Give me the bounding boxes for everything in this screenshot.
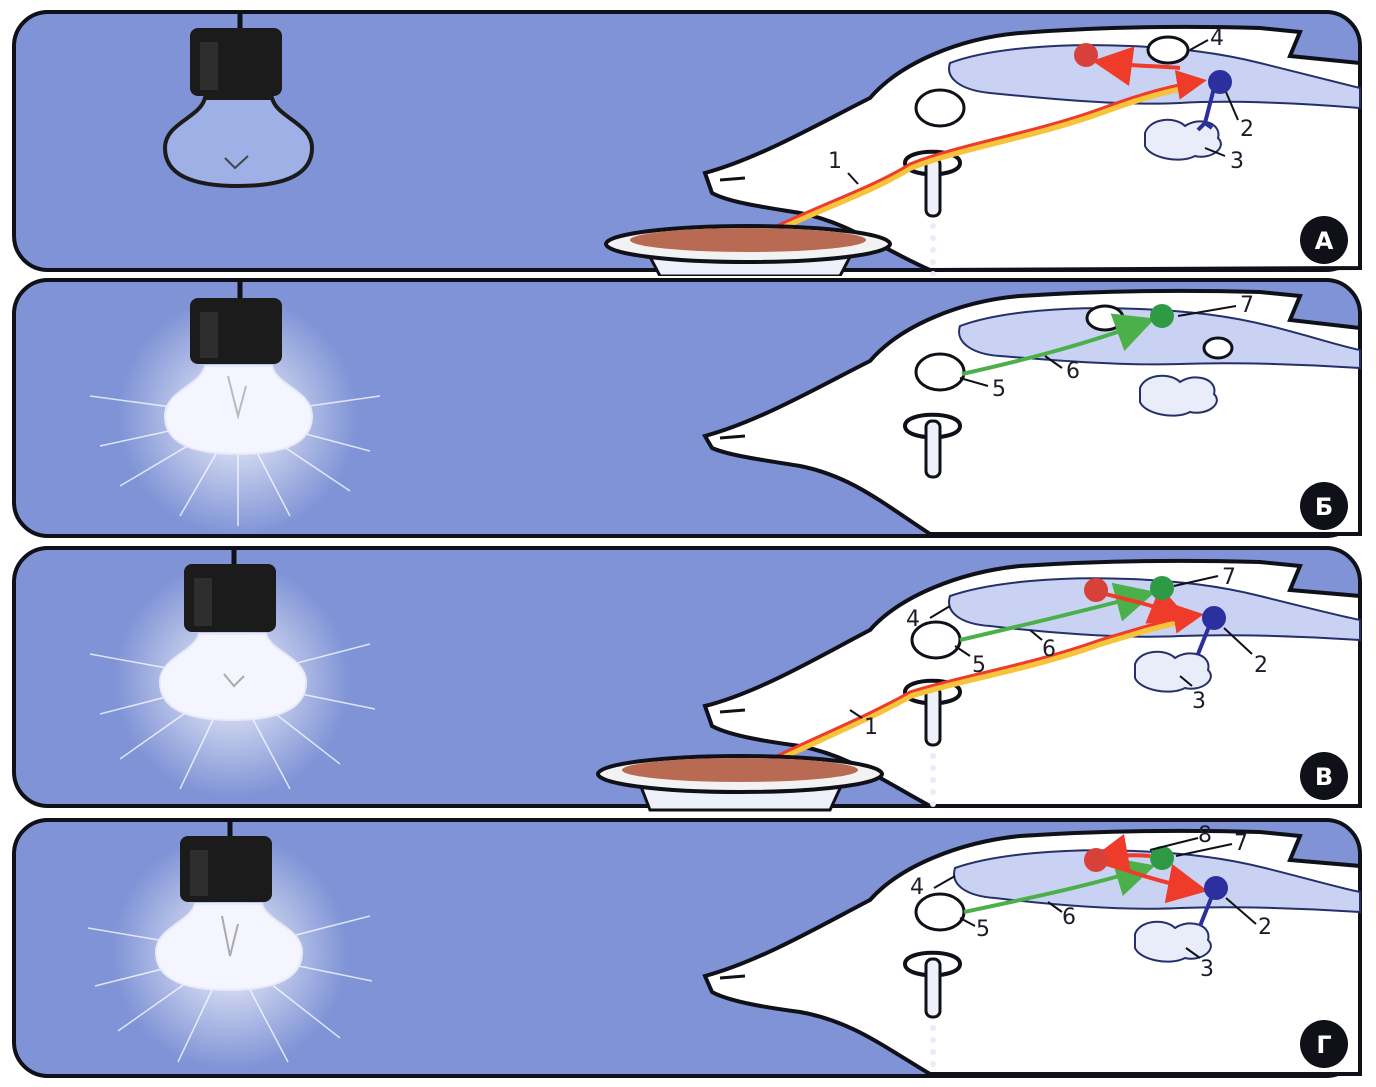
green-neuron <box>1150 304 1174 328</box>
label-4: 4 <box>910 875 924 900</box>
red-neuron <box>1084 578 1108 602</box>
label-7: 7 <box>1234 831 1248 856</box>
panel-b: 5 6 7 Б <box>0 276 1376 540</box>
label-6: 6 <box>1066 359 1080 384</box>
panel-a: 1 2 3 4 А <box>0 8 1376 276</box>
panel-b-illustration: 5 6 7 Б <box>0 276 1376 540</box>
label-8: 8 <box>1198 823 1212 848</box>
label-6: 6 <box>1042 637 1056 662</box>
label-2: 2 <box>1254 653 1268 678</box>
label-3: 3 <box>1200 957 1214 982</box>
label-3: 3 <box>1230 149 1244 174</box>
label-7: 7 <box>1222 565 1236 590</box>
panel-badge-letter: А <box>1315 227 1334 255</box>
panel-g-illustration: 2 3 4 5 6 7 8 Г <box>0 816 1376 1082</box>
blue-neuron <box>1204 876 1228 900</box>
label-2: 2 <box>1258 915 1272 940</box>
red-neuron <box>1084 848 1108 872</box>
blue-neuron <box>1208 70 1232 94</box>
label-5: 5 <box>976 917 990 942</box>
panel-a-illustration: 1 2 3 4 А <box>0 8 1376 276</box>
panel-badge-letter: Г <box>1316 1031 1331 1059</box>
green-neuron <box>1150 576 1174 600</box>
panel-badge-letter: В <box>1315 763 1333 791</box>
label-7: 7 <box>1240 293 1254 318</box>
label-1: 1 <box>828 149 842 174</box>
label-5: 5 <box>992 377 1006 402</box>
label-3: 3 <box>1192 689 1206 714</box>
label-6: 6 <box>1062 905 1076 930</box>
label-1: 1 <box>864 715 878 740</box>
blue-neuron <box>1202 606 1226 630</box>
panel-badge-letter: Б <box>1315 493 1333 521</box>
label-4: 4 <box>906 607 920 632</box>
panel-v-illustration: 1 2 3 4 5 6 7 В <box>0 544 1376 812</box>
red-neuron <box>1074 43 1098 67</box>
label-2: 2 <box>1240 117 1254 142</box>
panel-v: 1 2 3 4 5 6 7 В <box>0 544 1376 812</box>
label-5: 5 <box>972 653 986 678</box>
label-4: 4 <box>1210 26 1224 51</box>
panel-g: 2 3 4 5 6 7 8 Г <box>0 816 1376 1082</box>
